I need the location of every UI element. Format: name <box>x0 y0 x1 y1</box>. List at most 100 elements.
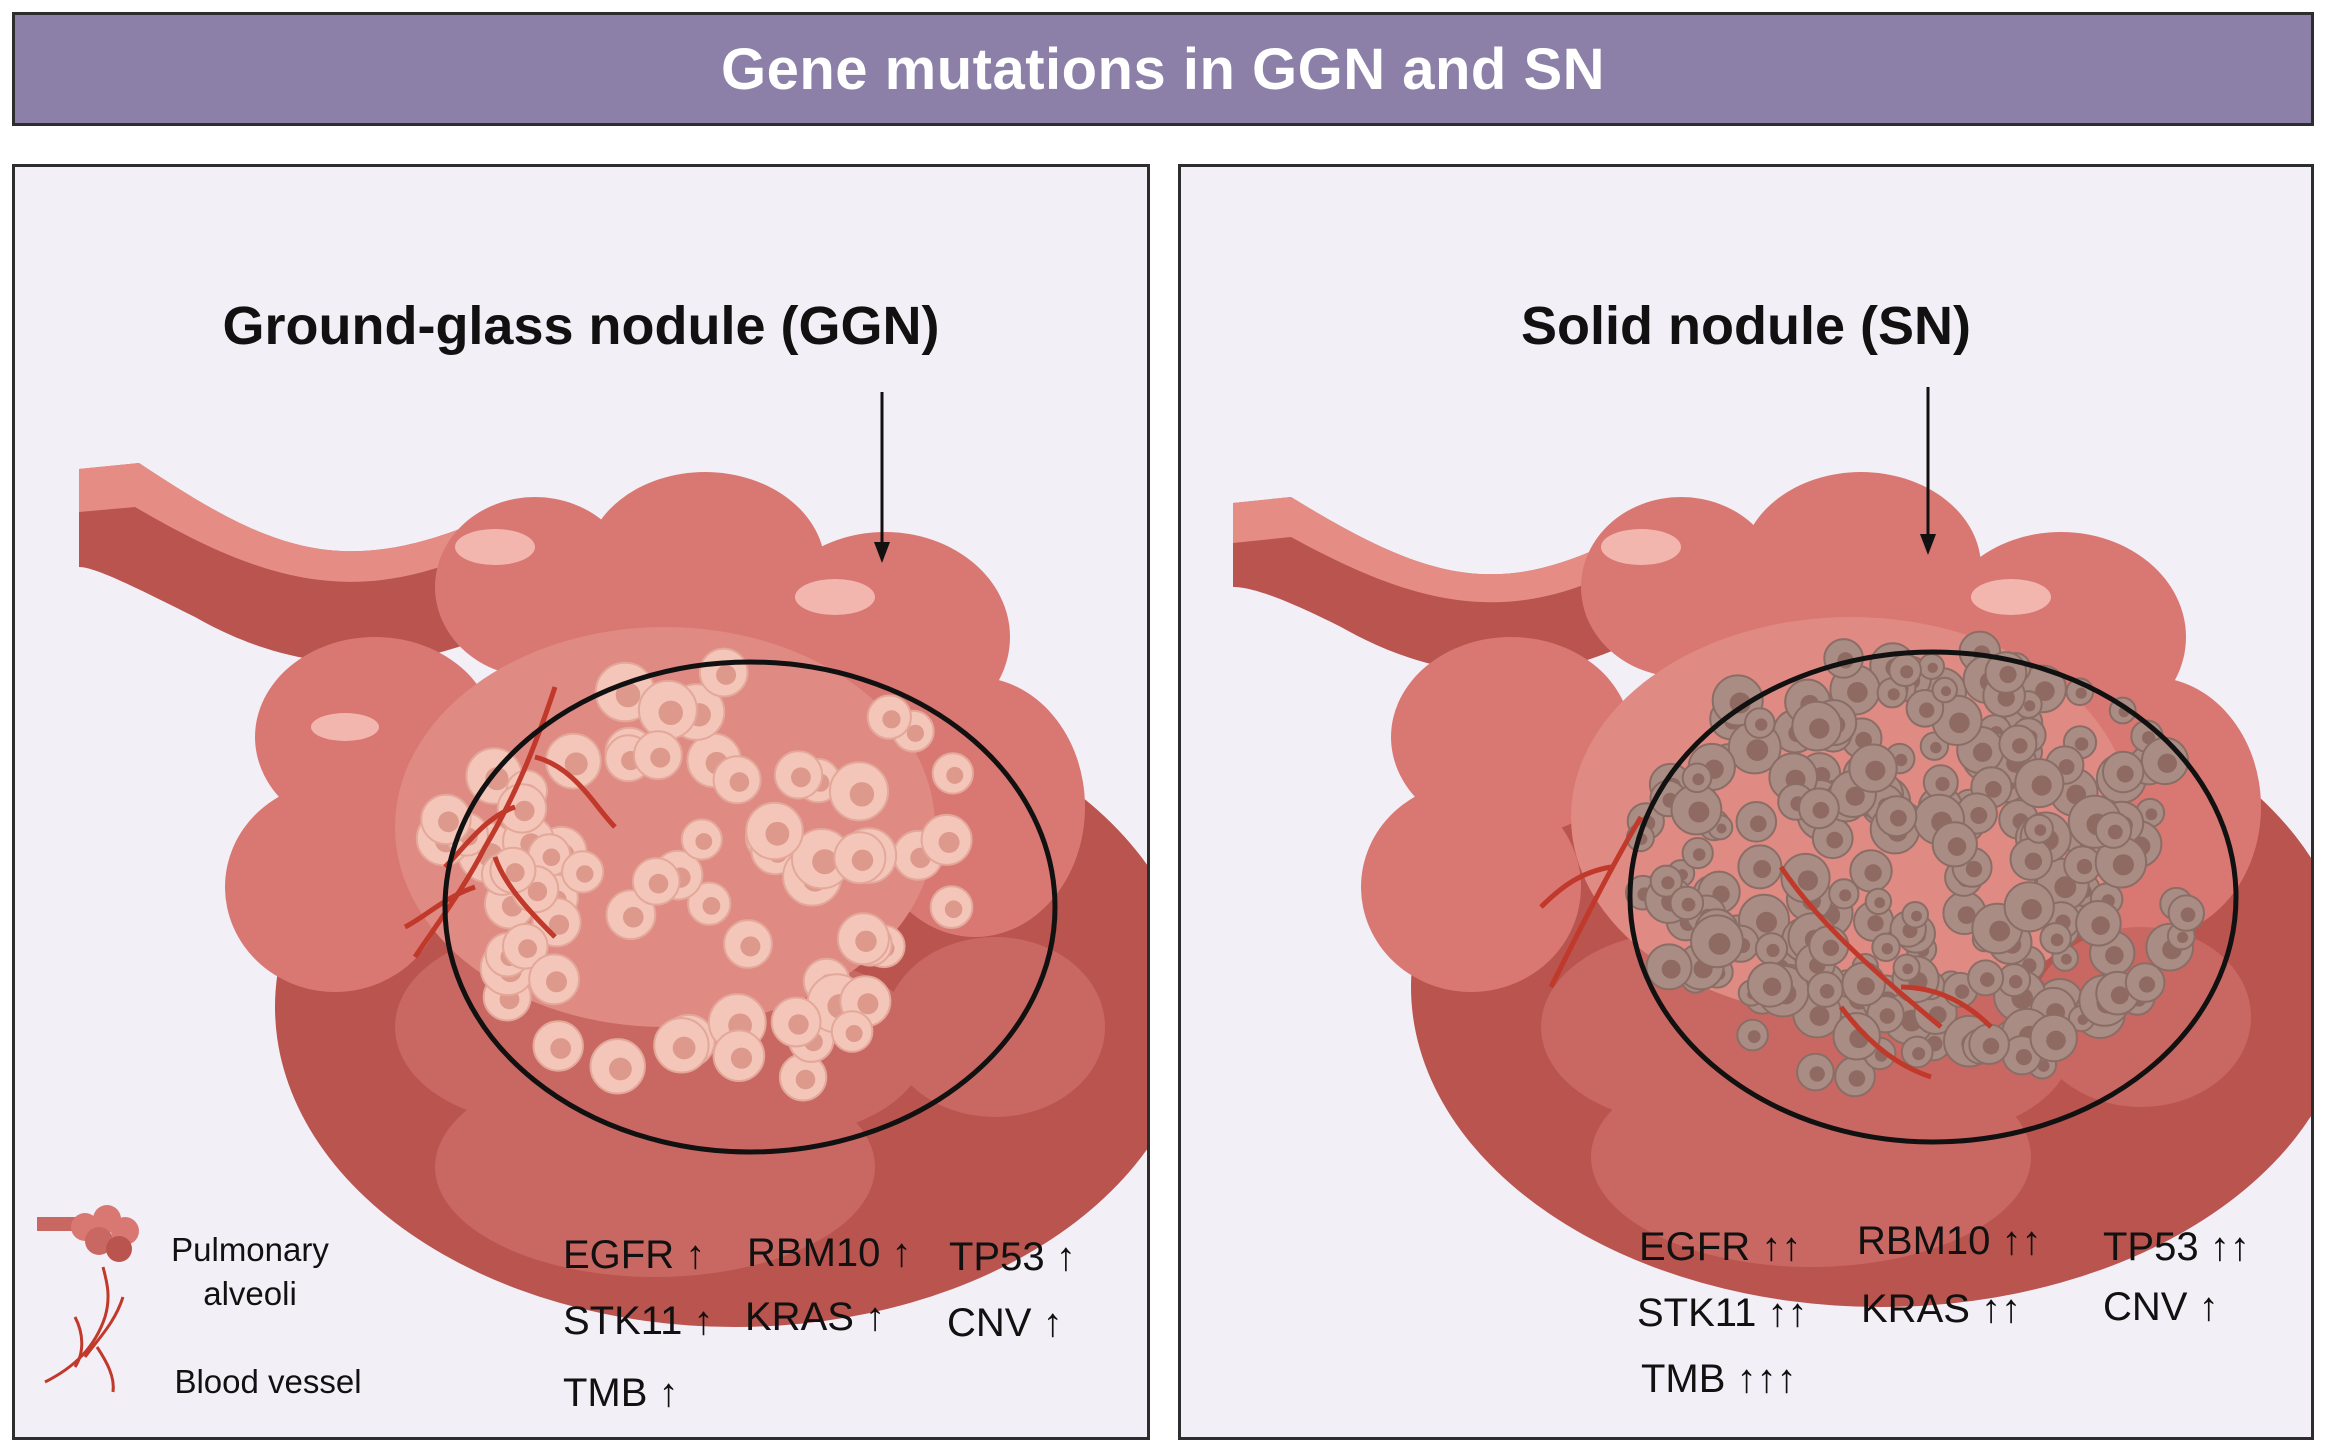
cell-nucleus <box>1911 910 1922 922</box>
cell-nucleus <box>845 1025 863 1042</box>
cell-nucleus <box>1716 823 1727 834</box>
cell-nucleus <box>2076 858 2093 875</box>
cell-nucleus <box>2110 986 2129 1005</box>
cell-nucleus <box>1750 815 1767 833</box>
cell-nucleus <box>1865 760 1886 781</box>
cell-nucleus <box>1970 807 1988 824</box>
cell-nucleus <box>1947 837 1967 856</box>
cell-nucleus <box>1902 963 1914 975</box>
cell-nucleus <box>2034 824 2047 836</box>
cell-nucleus <box>1935 776 1950 792</box>
cell-nucleus <box>1989 920 2011 942</box>
cell-nucleus <box>1867 915 1884 932</box>
cell-nucleus <box>2058 759 2075 775</box>
cell-nucleus <box>2112 854 2134 876</box>
cell-nucleus <box>944 900 963 918</box>
cell-nucleus <box>1999 665 2017 684</box>
cell-nucleus <box>2145 808 2158 821</box>
blood-vessels <box>1539 815 1993 1080</box>
cell-nucleus <box>658 700 683 725</box>
cell-nucleus <box>1729 692 1751 714</box>
cell-nucleus <box>1856 977 1875 996</box>
cell-nucleus <box>1894 753 1908 767</box>
cell-nucleus <box>650 747 671 768</box>
cell-nucleus <box>2031 775 2052 796</box>
cell-nucleus <box>730 1047 753 1069</box>
cell-nucleus <box>1762 977 1782 996</box>
cell-nucleus <box>2012 738 2028 754</box>
sn-marker-cnv: CNV ↑ <box>2103 1285 2219 1329</box>
cell-nucleus <box>615 682 641 708</box>
cell-nucleus <box>1661 876 1675 890</box>
sn-marker-egfr: EGFR ↑↑ <box>1639 1225 1802 1269</box>
cell-nucleus <box>1864 864 1882 882</box>
cell-nucleus <box>1887 688 1900 701</box>
cell-nucleus <box>1957 906 1976 924</box>
cell-nucleus <box>1809 1066 1825 1082</box>
pointer-arrow <box>874 392 890 563</box>
cell-nucleus <box>548 914 570 935</box>
nodule-outline <box>442 659 1058 1155</box>
title-banner: Gene mutations in GGN and SN <box>12 12 2314 126</box>
cell-nucleus <box>1797 870 1818 891</box>
cell-nucleus <box>1874 897 1886 909</box>
ggn-marker-rbm10: RBM10 ↑ <box>747 1231 912 1275</box>
cell-nucleus <box>882 710 901 729</box>
ggn-marker-kras: KRAS ↑ <box>745 1295 886 1339</box>
cell-nucleus <box>729 772 750 792</box>
cell-nucleus <box>716 664 737 685</box>
cell-nucleus <box>765 821 790 846</box>
cell-nucleus <box>485 767 509 791</box>
cell-nucleus <box>2054 876 2077 899</box>
cell-nucleus <box>857 993 879 1015</box>
sn-marker-kras: KRAS ↑↑ <box>1861 1287 2022 1331</box>
cell-nucleus <box>1809 1005 1830 1026</box>
cell-nucleus <box>1766 943 1780 958</box>
cell-nucleus <box>1890 809 1907 827</box>
cell-nucleus <box>1848 1070 1866 1087</box>
cell-nucleus <box>2035 681 2055 701</box>
ggn-marker-cnv: CNV ↑ <box>947 1301 1063 1345</box>
cell-nucleus <box>1756 911 1777 933</box>
cell-nucleus <box>2157 753 2177 773</box>
pointer-arrow <box>1920 387 1936 555</box>
cell-nucleus <box>1980 972 1995 987</box>
nodule-outline <box>1627 649 2239 1145</box>
sn-panel: Solid nodule (SN) <box>1178 164 2314 1440</box>
cell-nucleus <box>576 865 594 883</box>
sn-marker-rbm10: RBM10 ↑↑ <box>1857 1219 2042 1263</box>
ggn-title: Ground-glass nodule (GGN) <box>222 296 940 356</box>
cell-nucleus <box>1881 943 1893 955</box>
cell-nucleus <box>1692 848 1706 861</box>
cell-nucleus <box>1940 686 1952 697</box>
cell-nucleus <box>906 724 925 742</box>
cell-nucleus <box>518 939 537 958</box>
cell-nucleus <box>609 1057 632 1081</box>
cell-nucleus <box>1900 665 1914 679</box>
cell-nucleus <box>1982 1037 2000 1055</box>
ggn-panel: Ground-glass nodule (GGN) <box>12 164 1150 1440</box>
cell-nucleus <box>527 881 548 902</box>
cell-nucleus <box>2180 907 2196 923</box>
cell-nucleus <box>791 767 811 788</box>
blood-vessel-icon <box>44 1266 125 1393</box>
cell-nucleus <box>851 849 874 871</box>
cell-nucleus <box>2015 1049 2032 1066</box>
cell-nucleus <box>1822 939 1839 956</box>
cell-nucleus <box>1965 860 1983 878</box>
cell-nucleus <box>623 906 644 928</box>
cell-nucleus <box>1949 712 1970 734</box>
ggn-marker-tp53: TP53 ↑ <box>949 1235 1076 1279</box>
cell-nucleus <box>1927 662 1938 673</box>
cell-nucleus <box>1847 682 1868 703</box>
ggn-illustration <box>37 392 1147 1393</box>
cell-nucleus <box>2037 1060 2050 1072</box>
cell-nucleus <box>1912 1047 1926 1061</box>
cell-nucleus <box>2046 1030 2066 1051</box>
cell-nucleus <box>702 897 721 915</box>
cell-nucleus <box>505 863 525 883</box>
alveoli-icon <box>37 1205 139 1262</box>
ggn-marker-stk11: STK11 ↑ <box>563 1299 714 1343</box>
cell-nucleus <box>1753 860 1772 878</box>
cell-nucleus <box>2177 931 2189 944</box>
